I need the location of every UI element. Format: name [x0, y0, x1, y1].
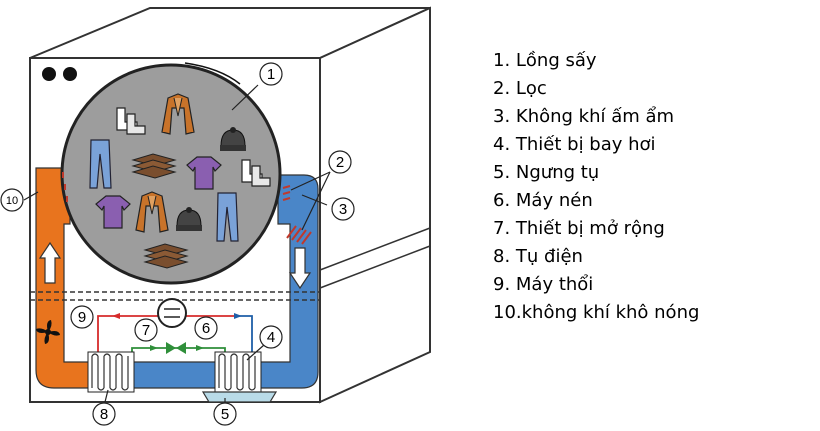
coil-icon — [214, 351, 262, 393]
knob-right — [63, 67, 77, 81]
svg-text:1: 1 — [267, 66, 275, 83]
folded-cloth-icon — [131, 153, 177, 179]
jeans-icon — [89, 139, 112, 189]
fan-icon — [36, 320, 60, 344]
down-arrow-icon — [288, 247, 312, 290]
legend-item-7: 7. Thiết bị mở rộng — [493, 218, 665, 239]
callout-7: 7 — [134, 318, 158, 342]
svg-text:7: 7 — [142, 322, 150, 339]
callout-1: 1 — [259, 62, 283, 86]
tray-icon — [201, 391, 278, 403]
refrigerant-cold-line — [240, 315, 253, 354]
drum-rotation-arrow — [184, 62, 241, 85]
knob-left — [42, 67, 56, 81]
folded-cloth-icon — [143, 243, 189, 269]
legend-item-9: 9. Máy thổi — [493, 274, 594, 295]
callout-9: 9 — [70, 305, 94, 329]
up-arrow-icon — [38, 241, 62, 284]
legend-item-3: 3. Không khí ấm ẩm — [493, 106, 675, 127]
refrigerant-hot-line — [97, 315, 240, 354]
jeans-icon — [216, 192, 239, 242]
callout-5: 5 — [213, 402, 237, 426]
heat-pump-dryer-diagram: 1 2 3 4 5 6 7 8 9 10 — [0, 6, 431, 426]
svg-text:5: 5 — [221, 406, 229, 423]
svg-text:4: 4 — [267, 329, 275, 346]
legend-item-2: 2. Lọc — [493, 78, 547, 99]
beanie-icon — [220, 127, 246, 151]
legend-item-6: 6. Máy nén — [493, 190, 593, 211]
legend-item-10: 10.không khí khô nóng — [493, 302, 700, 323]
callout-4: 4 — [259, 325, 283, 349]
sock-icon — [116, 107, 146, 135]
callout-6: 6 — [194, 316, 218, 340]
shirt-icon — [186, 156, 222, 190]
beanie-icon — [176, 207, 202, 231]
shirt-icon — [95, 195, 131, 229]
callout-8: 8 — [92, 402, 116, 426]
svg-text:3: 3 — [339, 201, 347, 218]
svg-text:8: 8 — [100, 406, 108, 423]
jacket-icon — [161, 93, 195, 135]
svg-text:6: 6 — [202, 320, 210, 337]
svg-text:10: 10 — [6, 195, 18, 207]
sock-icon — [241, 159, 271, 187]
callout-2: 2 — [328, 150, 352, 174]
legend-item-8: 8. Tụ điện — [493, 246, 583, 267]
callout-3: 3 — [331, 197, 355, 221]
legend-list: 1. Lồng sấy 2. Lọc 3. Không khí ấm ẩm 4.… — [493, 47, 699, 327]
filter-marks — [62, 172, 312, 245]
legend-item-4: 4. Thiết bị bay hơi — [493, 134, 656, 155]
jacket-icon — [135, 191, 169, 233]
compressor-icon — [157, 298, 187, 328]
valve-icon — [166, 342, 186, 354]
legend-item-1: 1. Lồng sấy — [493, 50, 597, 71]
coil-icon — [87, 351, 135, 393]
svg-text:9: 9 — [78, 309, 86, 326]
svg-text:2: 2 — [336, 154, 344, 171]
callout-10: 10 — [0, 188, 24, 212]
legend-item-5: 5. Ngưng tụ — [493, 162, 600, 183]
